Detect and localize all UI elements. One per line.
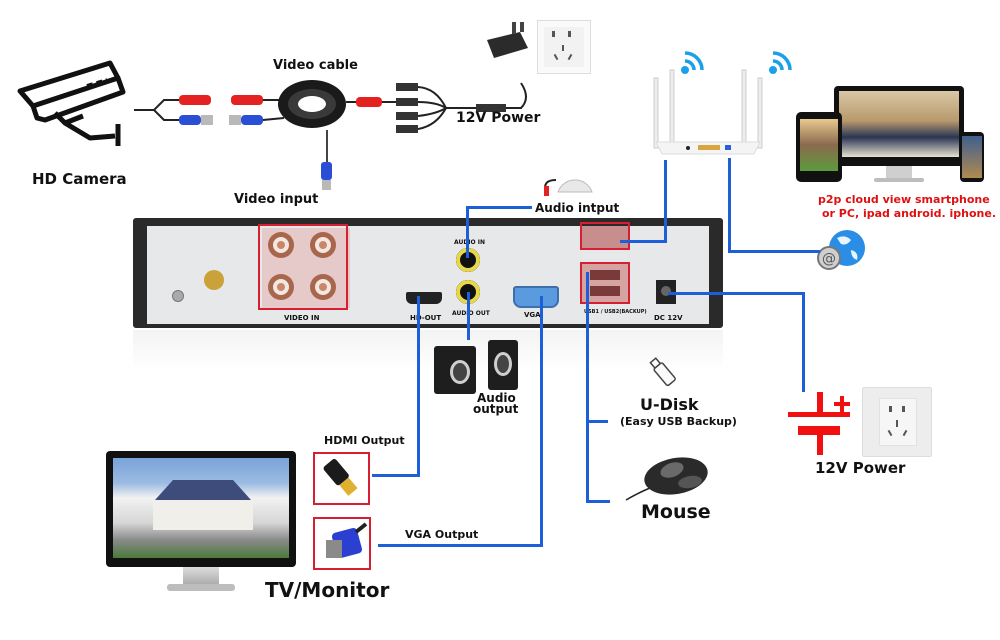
usb-port-2[interactable] <box>590 286 620 296</box>
dc-port-label: DC 12V <box>654 314 683 322</box>
wire-dc-h <box>668 292 804 295</box>
video-input-cable <box>326 130 328 166</box>
cable-reel-icon <box>278 80 346 128</box>
wire-hdmi-h <box>372 474 420 477</box>
video-in-highlight <box>258 224 348 310</box>
monitor-stand <box>183 567 219 585</box>
tablet-icon <box>796 112 842 182</box>
power-right-label: 12V Power <box>815 459 906 477</box>
vga-plug-icon <box>326 522 368 559</box>
hd-out-port-label: HD-OUT <box>410 314 442 322</box>
pc-monitor-icon <box>834 86 964 166</box>
wire-router-lan-v <box>664 160 667 242</box>
globe-icon: @ <box>817 230 865 270</box>
wire-audio-out <box>467 292 470 340</box>
wire-router-lan-h <box>620 240 667 243</box>
usb-port-label: USB1 / USB2(BACKUP) <box>584 309 647 315</box>
wall-socket-icon <box>537 20 591 74</box>
video-input-bnc-icon <box>321 162 332 180</box>
tv-monitor-label: TV/Monitor <box>265 578 390 602</box>
hdmi-plug-icon <box>323 458 358 496</box>
video-input-bnc-tip <box>322 180 331 190</box>
vga-output-label: VGA Output <box>405 528 479 541</box>
dc-battery-icon <box>788 392 850 455</box>
hdmi-plug-box <box>313 452 370 505</box>
wire-usb-v <box>586 272 589 502</box>
usb-drive-icon <box>649 357 676 387</box>
wifi-icon <box>681 51 704 74</box>
wire-hdmi-v <box>417 296 420 476</box>
router-icon <box>653 69 763 155</box>
udisk-sublabel: (Easy USB Backup) <box>620 415 737 428</box>
monitor-base <box>167 584 235 591</box>
udisk-label: U-Disk <box>640 395 699 414</box>
video-input-label: Video input <box>234 192 319 207</box>
wifi-icon <box>769 51 792 74</box>
wire-audio-input-v <box>466 206 469 258</box>
p2p-label-line1: p2p cloud view smartphone <box>818 193 990 206</box>
usb-ports-highlight <box>580 262 630 304</box>
audio-input-label: Audio intput <box>535 201 620 215</box>
bnc-port-5[interactable] <box>310 232 336 258</box>
mouse-icon <box>625 457 708 501</box>
microphone-icon <box>544 179 593 196</box>
audio-output-label-1: Audio <box>477 391 516 405</box>
audio-out-port-label: AUDIO OUT <box>452 310 490 317</box>
hd-camera-label: HD Camera <box>32 170 127 188</box>
ground-screw-icon <box>172 290 184 302</box>
speaker-icon <box>488 340 518 390</box>
wire-router-internet-h <box>728 250 820 253</box>
usb-port-1[interactable] <box>590 270 620 280</box>
wire-router-internet-v <box>728 158 731 252</box>
vga-port-label: VGA <box>524 311 541 319</box>
dvr-reflection <box>133 330 723 370</box>
vga-port[interactable] <box>513 286 559 308</box>
wire-usb-mouse <box>586 500 610 503</box>
wire-audio-input <box>466 206 532 209</box>
power-adapter-icon <box>487 22 528 58</box>
power-top-label: 12V Power <box>456 110 541 126</box>
smartphone-icon <box>960 132 984 182</box>
bnc-port-7[interactable] <box>268 232 294 258</box>
camera-cable-icon <box>134 95 285 125</box>
svg-text:@: @ <box>822 251 836 267</box>
bnc-port-6[interactable] <box>310 274 336 300</box>
power-splitter-icon <box>346 82 527 133</box>
video-cable-label: Video cable <box>273 58 358 73</box>
bnc-port-8[interactable] <box>268 274 294 300</box>
vga-plug-box <box>313 517 371 570</box>
monitor-icon <box>106 451 296 567</box>
mouse-label: Mouse <box>641 501 711 523</box>
audio-output-label-2: output <box>473 402 519 416</box>
dc-port-pin <box>661 286 671 296</box>
lan-port-highlight <box>580 222 630 250</box>
camera-icon <box>17 60 126 146</box>
video-in-port-label: VIDEO IN <box>284 314 320 322</box>
devices-icon <box>796 86 986 186</box>
wire-dc-v <box>802 292 805 392</box>
hdmi-output-label: HDMI Output <box>324 434 405 447</box>
wire-usb-udisk <box>586 420 608 423</box>
monitor-screen <box>113 458 289 558</box>
p2p-label-line2: or PC, ipad android. iphone. <box>822 207 996 220</box>
wall-socket-icon <box>862 387 932 457</box>
lan-port[interactable] <box>582 226 628 248</box>
hdmi-port[interactable] <box>406 292 442 304</box>
audio-in-port-label: AUDIO IN <box>454 239 485 246</box>
wire-vga-v <box>540 296 543 546</box>
wire-vga-h <box>378 544 543 547</box>
speaker-icon <box>434 346 476 394</box>
qc-sticker <box>204 270 224 290</box>
